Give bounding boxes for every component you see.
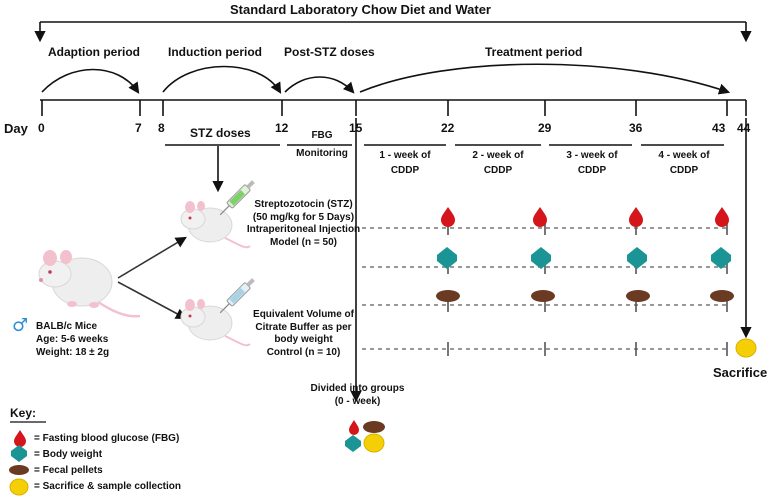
model-line: Streptozotocin (STZ)	[254, 199, 353, 210]
groups-line: Divided into groups	[310, 383, 405, 394]
day-tick-label: 15	[349, 121, 363, 135]
day-tick-label: 12	[275, 121, 289, 135]
body-weight-hexagon-icon	[437, 247, 457, 269]
blood-drop-icon	[349, 420, 359, 435]
fecal-pellet-icon	[531, 290, 555, 302]
source-line: Weight: 18 ± 2g	[36, 347, 110, 358]
model-line: Intraperitoneal Injection	[246, 224, 361, 235]
week-label: 1 - week of	[379, 150, 431, 161]
key-item-label: = Sacrifice & sample collection	[34, 481, 182, 492]
mouse-illustration-control	[180, 299, 251, 347]
week-label: CDDP	[577, 165, 607, 176]
week-label: CDDP	[483, 165, 513, 176]
week-label: 2 - week of	[472, 150, 524, 161]
mouse-illustration-model	[180, 201, 251, 249]
body-weight-hexagon-icon	[711, 247, 731, 269]
key-item-label: = Fecal pellets	[34, 465, 103, 476]
model-line: Model (n = 50)	[270, 236, 337, 248]
blood-drop-icon	[715, 207, 729, 227]
source-mice-description: BALB/c Mice Age: 5-6 weeks Weight: 18 ± …	[36, 320, 109, 359]
measurement-tracks	[362, 227, 730, 350]
day-tick-label: 29	[538, 121, 552, 135]
adaption-arc	[41, 68, 140, 94]
key-title: Key:	[10, 406, 37, 420]
induction-arc	[162, 65, 282, 94]
day-tick-label: 44	[737, 121, 751, 135]
split-arrow-control	[117, 281, 187, 320]
fecal-pellet-icon	[626, 290, 650, 302]
fbg-markers	[441, 207, 729, 227]
sacrifice-coin-icon	[363, 433, 385, 453]
fecal-pellet-icon	[436, 290, 460, 302]
syringe-icon	[219, 278, 255, 314]
track-ticks	[447, 221, 728, 356]
body-weight-hexagon-icon	[345, 435, 361, 452]
blood-drop-icon	[533, 207, 547, 227]
control-line: Equivalent Volume of	[253, 309, 354, 320]
fbg-label: FBG	[311, 130, 333, 141]
treatment-arc	[359, 63, 731, 95]
group-icons	[345, 420, 385, 453]
day-tick-label: 43	[712, 121, 726, 135]
model-description: Streptozotocin (STZ) (50 mg/kg for 5 Day…	[246, 199, 361, 249]
day-tick-label: 36	[629, 121, 643, 135]
timeline-axis	[40, 99, 747, 116]
key-icons	[9, 430, 29, 496]
day-label: Day	[4, 121, 28, 136]
monitoring-label: Monitoring	[296, 148, 348, 159]
week-label: CDDP	[669, 165, 699, 176]
body-weight-hexagon-icon	[627, 247, 647, 269]
blood-drop-icon	[441, 207, 455, 227]
post-stz-arc	[284, 76, 355, 94]
groups-line: (0 - week)	[334, 396, 381, 407]
diet-title: Standard Laboratory Chow Diet and Water	[230, 2, 491, 17]
body-weight-hexagon-icon	[531, 247, 551, 269]
source-line: BALB/c Mice	[36, 321, 98, 332]
mouse-illustration-source	[38, 250, 141, 318]
blood-drop-icon	[14, 430, 26, 447]
diet-bracket	[34, 21, 752, 43]
sacrifice-coin-icon	[9, 478, 29, 496]
syringe-icon	[219, 180, 255, 216]
day-tick-label: 22	[441, 121, 455, 135]
body-weight-hexagon-icon	[11, 445, 27, 462]
groups-description: Divided into groups (0 - week)	[300, 382, 415, 408]
key-item-label: = Fasting blood glucose (FBG)	[34, 433, 180, 444]
male-symbol-icon: ♂	[12, 315, 28, 336]
sacrifice-coin-icon	[735, 338, 757, 358]
control-line: Control (n = 10)	[266, 346, 341, 358]
fecal-markers	[436, 290, 734, 302]
week-label: 4 - week of	[658, 150, 710, 161]
sacrifice-label: Sacrifice	[713, 365, 768, 380]
day-tick-label: 8	[158, 121, 165, 135]
fecal-pellet-icon	[363, 421, 385, 433]
source-line: Age: 5-6 weeks	[36, 334, 109, 345]
stz-doses-label: STZ doses	[190, 126, 251, 140]
treatment-period-label: Treatment period	[485, 45, 583, 59]
key-item-label: = Body weight	[34, 449, 103, 460]
fecal-pellet-icon	[9, 465, 29, 475]
split-arrow-model	[117, 236, 187, 279]
day-tick-label: 0	[38, 121, 45, 135]
model-line: (50 mg/kg for 5 Days)	[252, 211, 355, 223]
fecal-pellet-icon	[710, 290, 734, 302]
weight-markers	[437, 247, 731, 269]
day-tick-label: 7	[135, 121, 142, 135]
week-label: CDDP	[390, 165, 420, 176]
control-description: Equivalent Volume of Citrate Buffer as p…	[246, 309, 361, 359]
induction-period-label: Induction period	[168, 45, 262, 59]
post-stz-label: Post-STZ doses	[284, 45, 375, 59]
control-line: Citrate Buffer as per	[255, 321, 352, 333]
adaption-period-label: Adaption period	[48, 45, 140, 59]
week-label: 3 - week of	[566, 150, 618, 161]
blood-drop-icon	[629, 207, 643, 227]
control-line: body weight	[274, 334, 333, 345]
